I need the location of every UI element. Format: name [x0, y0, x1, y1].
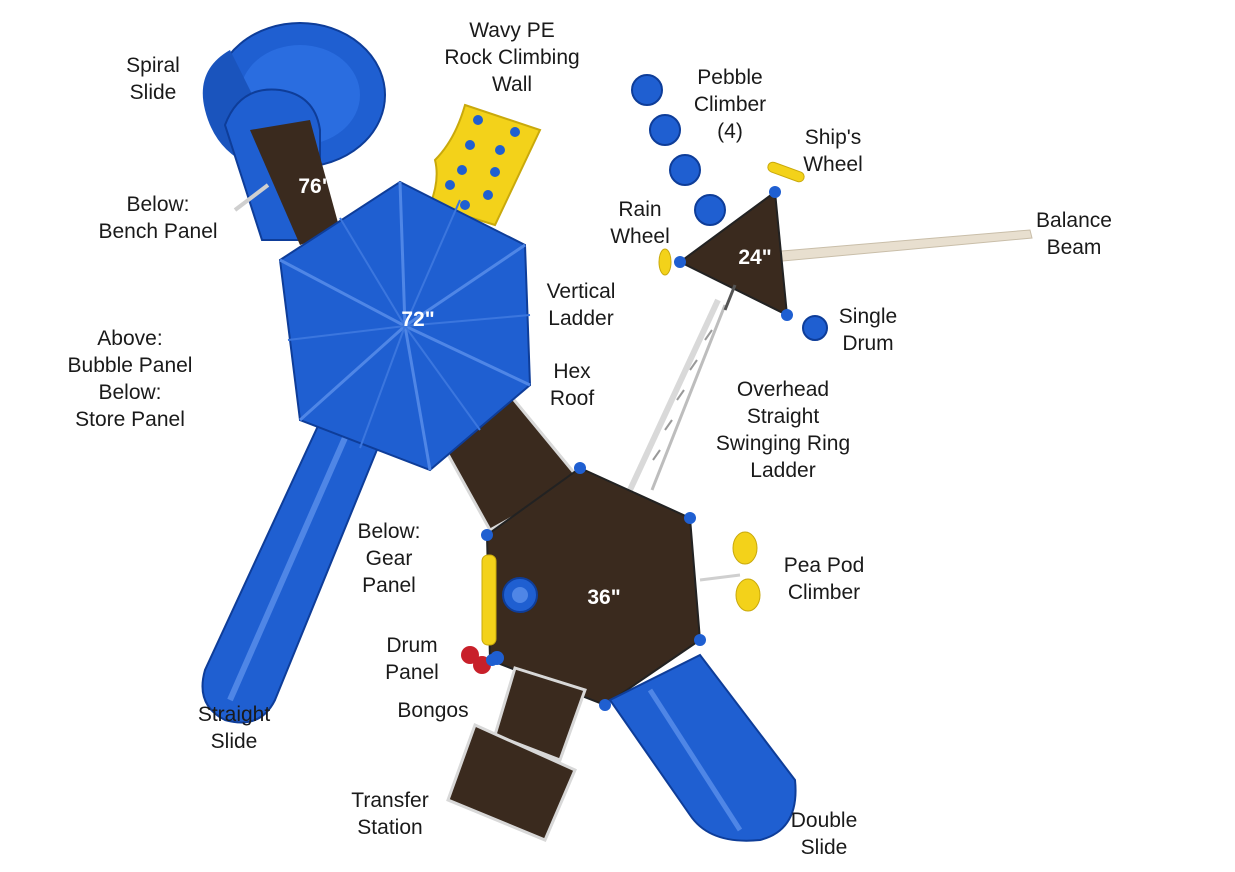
pea-pod-shape	[699, 531, 761, 612]
hex-roof-shape	[278, 180, 532, 472]
balance-beam-shape	[769, 229, 1033, 263]
gear-panel-shape	[481, 554, 497, 646]
transfer-station-shape	[446, 666, 587, 842]
deck-76-shape	[250, 120, 340, 245]
pebble-climber-shape	[631, 74, 726, 226]
deck-height-72: 72"	[401, 308, 435, 331]
deck-height-36: 36"	[587, 586, 621, 609]
label-bongos: Bongos	[397, 699, 469, 722]
ring-ladder-shape	[627, 298, 727, 492]
post-clamps	[481, 186, 793, 711]
single-drum-shape	[802, 315, 828, 341]
rain-wheel-shape	[658, 248, 672, 276]
deck-height-76: 76"	[298, 175, 332, 198]
label-bench-panel: Below:Bench Panel	[98, 193, 218, 243]
ships-wheel-shape	[767, 161, 805, 183]
deck-height-24: 24"	[738, 246, 772, 269]
